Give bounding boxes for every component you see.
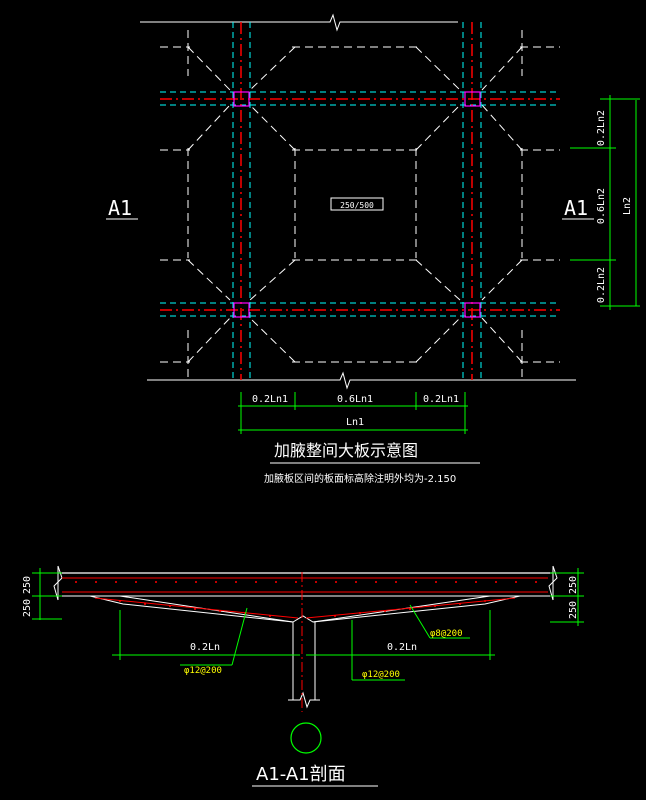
rebar-label-top: φ8@200 <box>430 629 463 639</box>
slab-left-break <box>53 565 63 601</box>
rebar-dots-top <box>75 581 537 583</box>
section-span-dims <box>112 604 495 681</box>
column-top-left <box>233 91 250 107</box>
section-mark-left: A1 <box>108 196 132 220</box>
column-bottom-left <box>233 302 250 318</box>
dim-x <box>238 392 468 434</box>
dim-x-middle: 0.6Ln1 <box>337 394 373 405</box>
section-span-left: 0.2Ln <box>190 642 220 653</box>
columns <box>233 91 481 318</box>
slab-tag: 250/500 <box>340 201 374 210</box>
dim-x-right: 0.2Ln1 <box>423 394 459 405</box>
rebar-label-right: φ12@200 <box>362 670 400 680</box>
plan-title: 加腋整间大板示意图 <box>274 441 418 460</box>
section-left-dims <box>32 568 62 620</box>
bottom-break-line <box>147 371 576 390</box>
dim-x-left: 0.2Ln1 <box>252 394 288 405</box>
haunch-right-taper <box>312 595 521 623</box>
slab-tag-box <box>330 197 384 211</box>
section-mark-right: A1 <box>564 196 588 220</box>
dim-y-total: Ln2 <box>622 197 633 215</box>
haunch-lines <box>160 30 560 378</box>
section-left-dim-top: 250 <box>22 576 33 594</box>
haunch-outline <box>119 595 491 623</box>
dim-y-bottom: 0.2Ln2 <box>596 267 607 303</box>
slab-right-break <box>548 565 558 601</box>
rebar-label-left: φ12@200 <box>184 666 222 676</box>
dim-y-top: 0.2Ln2 <box>596 110 607 146</box>
dim-y <box>570 95 640 310</box>
column-top-right <box>464 91 481 107</box>
column-break <box>288 691 320 709</box>
top-break-line <box>140 13 458 32</box>
rebar <box>62 577 548 619</box>
column-bottom-right <box>464 302 481 318</box>
plan-note: 加腋板区间的板面标高除注明外均为-2.150 <box>264 472 456 485</box>
section-right-dims <box>550 568 584 626</box>
column-marker-circle <box>290 722 322 754</box>
section-right-dim-top: 250 <box>568 576 579 594</box>
dim-y-middle: 0.6Ln2 <box>596 188 607 224</box>
section-span-right: 0.2Ln <box>387 642 417 653</box>
section-title: A1-A1剖面 <box>256 764 346 785</box>
section-view: 250 250 250 250 0.2Ln 0.2Ln φ8@200 <box>22 565 584 787</box>
plan-view: 250/500 A1 A1 0.2Ln2 0.6Ln2 0.2Ln2 Ln2 0 <box>106 13 640 485</box>
rebar-dots-bottom <box>119 600 486 617</box>
section-left-dim-bottom: 250 <box>22 599 33 617</box>
beam-centerlines <box>160 22 560 380</box>
dim-x-total: Ln1 <box>346 417 364 428</box>
section-right-dim-bottom: 250 <box>568 601 579 619</box>
beam-edges <box>160 22 560 380</box>
